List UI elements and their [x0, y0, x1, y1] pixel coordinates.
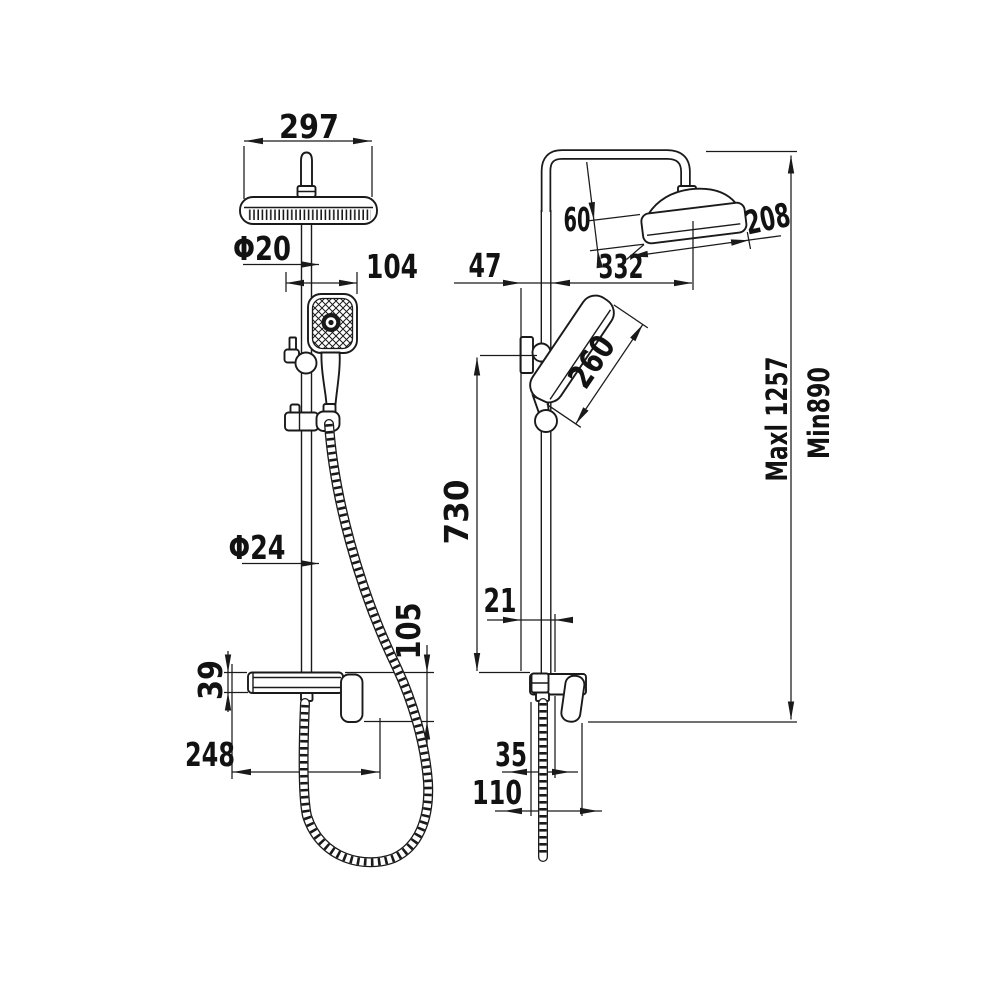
dim-label-rail-length: 730 — [437, 480, 476, 545]
dim-label-rail-wall-gap: 21 — [484, 581, 517, 620]
top-stem-front — [296, 151, 317, 199]
dim-label-overall-height-min: Min890 — [802, 367, 836, 459]
dim-label-body-height: 39 — [191, 660, 230, 700]
dim-label-outlet-depth: 110 — [472, 773, 522, 812]
dim-label-rail-diameter: Φ24 — [229, 528, 286, 567]
dimension-297: 297 — [243, 107, 373, 199]
dim-label-head-width: 297 — [279, 107, 339, 146]
dim-label-body-drop-height: 105 — [389, 603, 428, 660]
rain-shower-head-side — [640, 187, 748, 245]
shower-rail-front — [300, 224, 313, 673]
mixer-valve-side — [529, 672, 587, 723]
shower-rail-side — [540, 210, 552, 674]
dimension-phi24: Φ24 — [229, 528, 319, 567]
dim-label-overall-height-max: Maxl 1257 — [760, 357, 794, 482]
dimension-730: 730 — [437, 354, 537, 674]
shower-hose-front — [298, 419, 434, 868]
hand-shower-handle-front — [320, 351, 341, 405]
hose-ball-joint-side — [534, 409, 558, 433]
rail-pivot-front — [283, 336, 318, 375]
dim-label-top-pipe-diameter: Φ20 — [233, 229, 291, 268]
dimension-208: 208 — [626, 195, 794, 260]
dimension-max-min-height: Maxl 1257 Min890 — [588, 150, 836, 723]
dimension-110: 110 — [472, 723, 602, 816]
dimension-105: 105 — [345, 603, 434, 751]
hand-shower-front — [307, 293, 358, 414]
dimension-104: 104 — [285, 247, 418, 294]
dimension-39: 39 — [191, 651, 248, 712]
dimension-21: 21 — [484, 581, 573, 672]
mixer-handle-front — [340, 673, 364, 723]
dim-label-head-depth: 208 — [742, 195, 794, 243]
dim-label-hand-shower-offset: 104 — [366, 247, 418, 286]
dimension-phi20: Φ20 — [233, 229, 319, 268]
front-view: 297 Φ20 104 Φ24 39 — [185, 107, 434, 868]
dim-label-arm-reach: 332 — [599, 247, 644, 286]
dimension-248: 248 — [185, 664, 381, 779]
mixer-handle-side — [560, 674, 586, 723]
mixer-valve-front — [247, 671, 364, 723]
side-view: 47 332 60 208 260 — [437, 149, 836, 862]
hand-shower-side — [529, 294, 615, 433]
dim-label-body-width: 248 — [185, 735, 235, 774]
dim-label-wall-clearance: 47 — [469, 246, 502, 285]
hand-shower-hub-front — [321, 313, 341, 332]
dim-label-outlet-offset: 35 — [495, 735, 527, 774]
rain-shower-head-front — [239, 196, 378, 225]
dim-label-head-thickness: 60 — [564, 200, 591, 239]
dimension-47-332: 47 332 — [454, 221, 694, 671]
dimension-60: 60 — [564, 161, 645, 269]
